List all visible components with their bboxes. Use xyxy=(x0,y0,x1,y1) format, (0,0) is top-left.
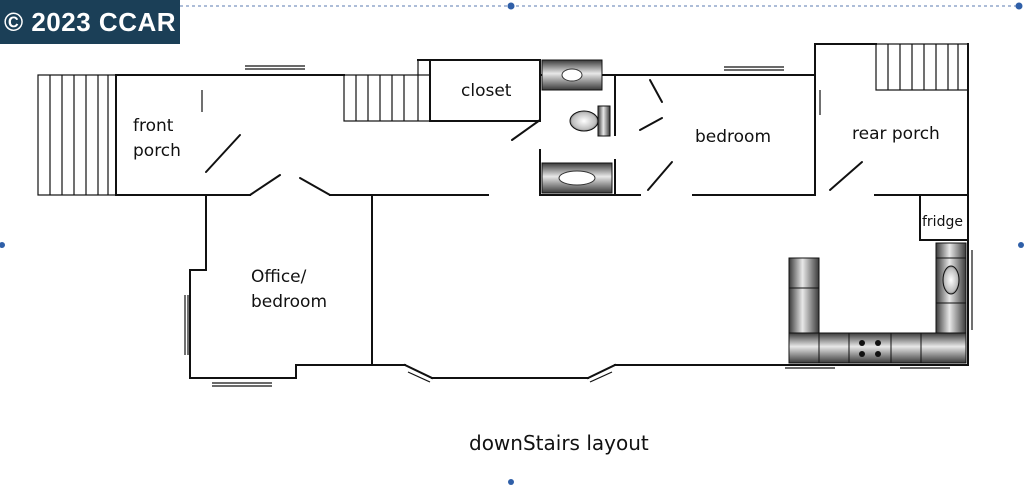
toilet-bowl xyxy=(569,110,599,132)
label-office-line2: bedroom xyxy=(251,292,327,312)
walls xyxy=(115,43,969,380)
front-steps xyxy=(37,74,117,196)
label-fridge: fridge xyxy=(922,214,963,230)
toilet-tank xyxy=(597,105,611,137)
stove xyxy=(848,332,892,364)
label-front-porch-line1: front xyxy=(133,116,174,136)
windows xyxy=(184,65,973,387)
diagram-caption: downStairs layout xyxy=(469,431,649,455)
label-rear-porch: rear porch xyxy=(852,124,940,144)
bathroom-fixtures xyxy=(541,59,613,194)
label-office-line1: Office/ xyxy=(251,267,307,287)
rear-steps xyxy=(875,43,969,91)
kitchen-cabinets xyxy=(788,242,967,364)
label-bedroom: bedroom xyxy=(695,127,771,147)
label-front-porch-line2: porch xyxy=(133,141,181,161)
doors xyxy=(205,79,863,196)
interior-stairs xyxy=(343,60,431,122)
label-closet: closet xyxy=(461,81,512,101)
copyright-watermark: © 2023 CCAR xyxy=(0,0,180,44)
